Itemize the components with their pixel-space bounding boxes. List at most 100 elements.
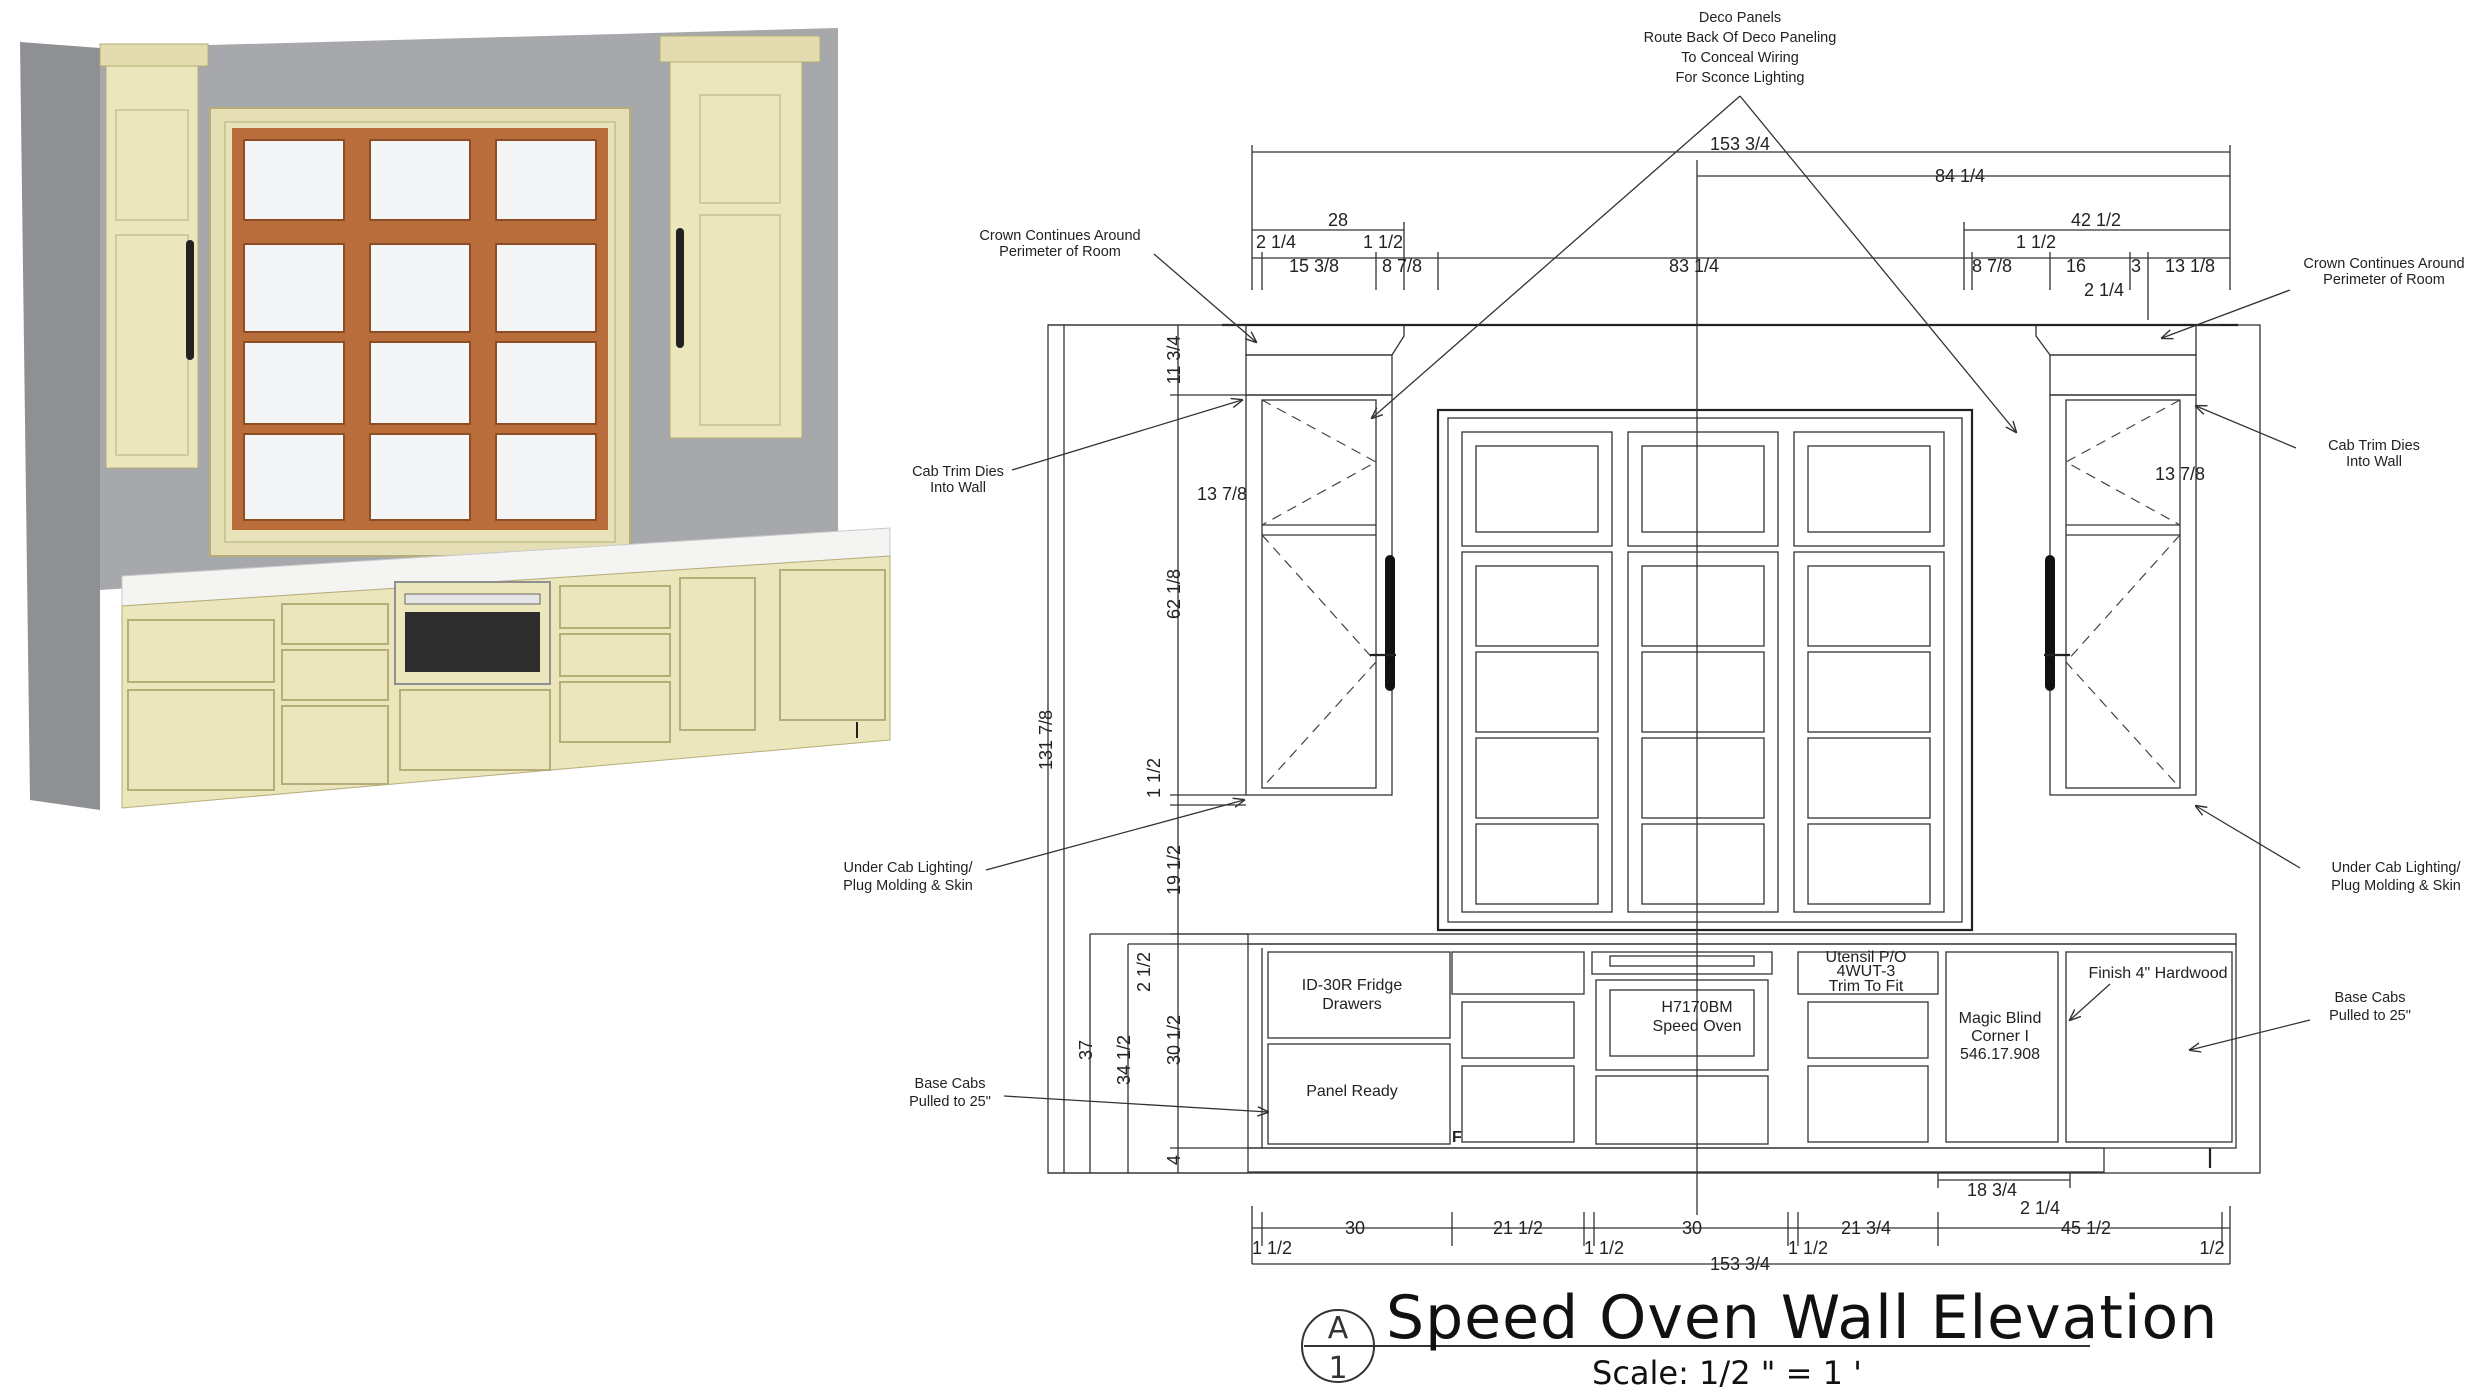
sconce-left-icon <box>186 240 194 360</box>
elevation-drawing: ID-30R Fridge Drawers Panel Ready H7170B… <box>843 10 2464 1274</box>
dim-top-15-3-8: 15 3/8 <box>1289 256 1339 276</box>
dim-left-4: 4 <box>1164 1155 1184 1165</box>
svg-text:Under Cab Lighting/: Under Cab Lighting/ <box>2332 860 2462 876</box>
dim-top-16: 16 <box>2066 256 2086 276</box>
label-fridge-drawers-2: Drawers <box>1322 996 1382 1013</box>
dim-top-8-7-8-left: 8 7/8 <box>1382 256 1422 276</box>
svg-text:Pulled to 25": Pulled to 25" <box>2329 1008 2411 1024</box>
left-upper-cabinet <box>1222 324 1405 796</box>
dim-top-1-1-2-right: 1 1/2 <box>2016 232 2056 252</box>
svg-text:Under Cab Lighting/: Under Cab Lighting/ <box>844 860 974 876</box>
label-magic-blind-2: Corner I <box>1971 1028 2029 1045</box>
dim-bot-21-1-2: 21 1/2 <box>1493 1218 1543 1238</box>
dim-top-8-7-8-right: 8 7/8 <box>1972 256 2012 276</box>
dim-top-1-1-2-left: 1 1/2 <box>1363 232 1403 252</box>
drawing-scale: Scale: 1/2 " = 1 ' <box>1592 1354 1862 1392</box>
label-magic-blind-1: Magic Blind <box>1959 1010 2042 1027</box>
dim-left-131: 131 7/8 <box>1036 710 1056 770</box>
render-base-cabinets <box>121 555 891 809</box>
label-panel-ready: Panel Ready <box>1306 1083 1398 1100</box>
dim-left-2-1-2: 2 1/2 <box>1134 952 1154 992</box>
note-base-cabs-right: Base Cabs Pulled to 25" <box>2329 990 2411 1024</box>
svg-text:Route Back Of Deco Paneling: Route Back Of Deco Paneling <box>1644 30 1837 46</box>
dim-bot-30-b: 30 <box>1682 1218 1702 1238</box>
elevation-window <box>1436 408 1974 932</box>
kitchen-render-image <box>20 28 891 810</box>
dim-top-42: 42 1/2 <box>2071 210 2121 230</box>
wall-outline <box>1047 324 2261 1174</box>
svg-text:Crown Continues Around: Crown Continues Around <box>2303 256 2464 272</box>
sconce-left-icon <box>1385 555 1395 691</box>
label-fridge-drawers-1: ID-30R Fridge <box>1302 977 1403 994</box>
note-crown-right: Crown Continues Around Perimeter of Room <box>2303 256 2464 288</box>
bottom-dimension-lines <box>1251 1172 2231 1265</box>
dim-top-13-1-8: 13 1/8 <box>2165 256 2215 276</box>
dim-top-28: 28 <box>1328 210 1348 230</box>
svg-text:Into Wall: Into Wall <box>930 480 986 496</box>
left-wall-cabinet <box>99 43 209 469</box>
dim-bot-2-1-4: 2 1/4 <box>2020 1198 2060 1218</box>
dim-top-overall: 153 3/4 <box>1710 134 1770 154</box>
dim-left-62: 62 1/8 <box>1164 569 1184 619</box>
label-finish-hardwood: Finish 4" Hardwood <box>2088 965 2227 982</box>
sconce-right-icon <box>676 228 684 348</box>
dim-left-30-1-2: 30 1/2 <box>1164 1015 1184 1065</box>
dim-top-3: 3 <box>2131 256 2141 276</box>
leader-lines <box>985 95 2311 1112</box>
base-cabinet-run <box>1247 933 2237 1173</box>
svg-text:Base Cabs: Base Cabs <box>2335 990 2406 1006</box>
note-base-cabs-left: Base Cabs Pulled to 25" <box>909 1076 991 1110</box>
svg-text:Cab Trim Dies: Cab Trim Dies <box>2328 438 2420 454</box>
dim-bot-overall: 153 3/4 <box>1710 1254 1770 1274</box>
svg-text:Crown Continues Around: Crown Continues Around <box>979 228 1140 244</box>
svg-text:Base Cabs: Base Cabs <box>915 1076 986 1092</box>
title-block: A 1 Speed Oven Wall Elevation Scale: 1/2… <box>1301 1283 2218 1392</box>
dim-top-84: 84 1/4 <box>1935 166 1985 186</box>
note-cab-trim-right: Cab Trim Dies Into Wall <box>2328 438 2420 470</box>
note-under-cab-right: Under Cab Lighting/ Plug Molding & Skin <box>2331 860 2461 894</box>
note-cab-trim-left: Cab Trim Dies Into Wall <box>912 464 1004 496</box>
note-deco-panels: Deco Panels Route Back Of Deco Paneling … <box>1644 10 1837 86</box>
top-dimension-lines <box>1251 145 2231 320</box>
right-wall-cabinet <box>659 35 821 439</box>
detail-number: 1 <box>1328 1351 1347 1386</box>
svg-text:For Sconce Lighting: For Sconce Lighting <box>1676 70 1805 86</box>
svg-text:Plug Molding & Skin: Plug Molding & Skin <box>843 878 973 894</box>
drawing-title: Speed Oven Wall Elevation <box>1386 1283 2218 1353</box>
svg-text:Into Wall: Into Wall <box>2346 454 2402 470</box>
label-utensil-1: Utensil P/O <box>1826 949 1907 966</box>
dim-bot-1-2: 1/2 <box>2199 1238 2224 1258</box>
dim-left-13-7-8: 13 7/8 <box>1197 484 1247 504</box>
svg-text:To Conceal Wiring: To Conceal Wiring <box>1681 50 1799 66</box>
dim-top-2-1-4-right: 2 1/4 <box>2084 280 2124 300</box>
note-crown-left: Crown Continues Around Perimeter of Room <box>979 228 1140 260</box>
sconce-right-icon <box>2045 555 2055 691</box>
dim-left-19-1-2: 19 1/2 <box>1164 845 1184 895</box>
dim-bot-21-3-4: 21 3/4 <box>1841 1218 1891 1238</box>
svg-text:Deco Panels: Deco Panels <box>1699 10 1781 26</box>
label-magic-blind-3: 546.17.908 <box>1960 1046 2040 1063</box>
svg-text:Perimeter of Room: Perimeter of Room <box>2323 272 2445 288</box>
detail-letter: A <box>1328 1311 1349 1346</box>
dim-left-34-1-2: 34 1/2 <box>1114 1035 1134 1085</box>
svg-text:Perimeter of Room: Perimeter of Room <box>999 244 1121 260</box>
dim-bot-1-1-2-b: 1 1/2 <box>1584 1238 1624 1258</box>
label-f-mark: F <box>1452 1129 1462 1146</box>
svg-text:Plug Molding & Skin: Plug Molding & Skin <box>2331 878 2461 894</box>
dim-bot-45-1-2: 45 1/2 <box>2061 1218 2111 1238</box>
dim-left-37: 37 <box>1076 1040 1096 1060</box>
svg-text:Pulled to 25": Pulled to 25" <box>909 1094 991 1110</box>
svg-text:Cab Trim Dies: Cab Trim Dies <box>912 464 1004 480</box>
dim-bot-18-3-4: 18 3/4 <box>1967 1180 2017 1200</box>
render-window <box>209 107 631 557</box>
dim-left-1-1-2: 1 1/2 <box>1144 758 1164 798</box>
dim-bot-1-1-2-a: 1 1/2 <box>1252 1238 1292 1258</box>
label-utensil-2: 4WUT-3 <box>1837 963 1896 980</box>
dim-top-83-1-4: 83 1/4 <box>1669 256 1719 276</box>
note-under-cab-left: Under Cab Lighting/ Plug Molding & Skin <box>843 860 973 894</box>
label-utensil-3: Trim To Fit <box>1829 978 1904 995</box>
dim-bot-1-1-2-c: 1 1/2 <box>1788 1238 1828 1258</box>
dim-left-11-3-4: 11 3/4 <box>1164 336 1184 385</box>
dim-bot-30-a: 30 <box>1345 1218 1365 1238</box>
